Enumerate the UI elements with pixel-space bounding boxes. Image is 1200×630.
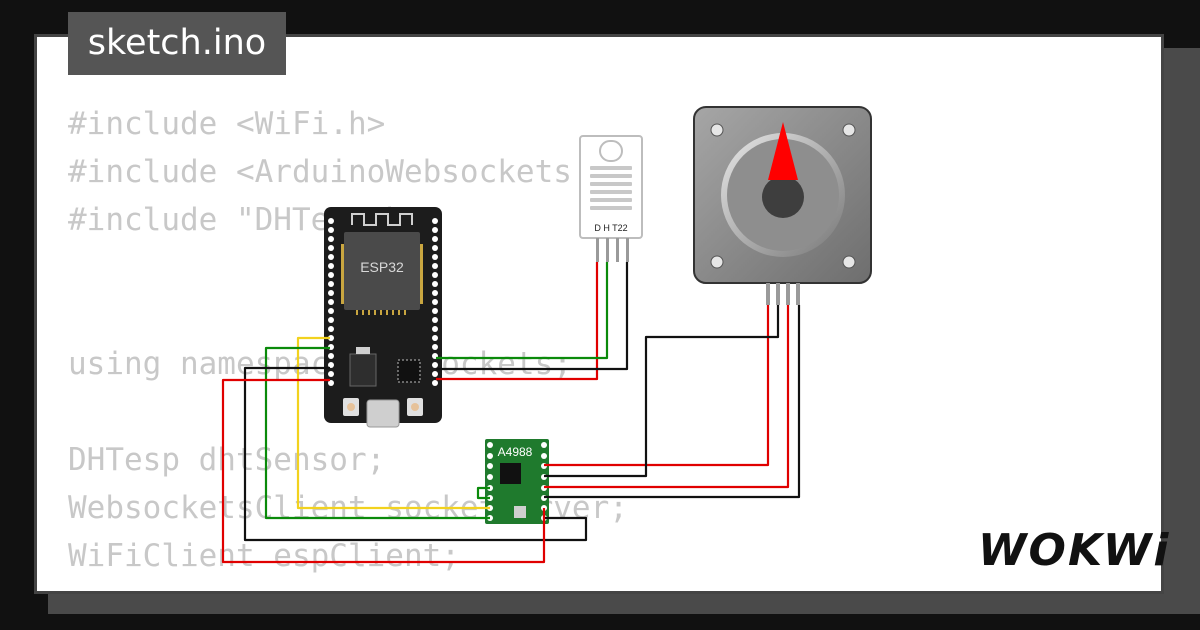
motor-shaft (762, 176, 804, 218)
wire-coil-2a (544, 305, 780, 478)
dht22-pins (596, 238, 629, 262)
wire-coil-1a (544, 305, 790, 489)
motor-screw (710, 255, 724, 269)
motor-screw (842, 255, 856, 269)
wire-coil-2b (544, 305, 770, 467)
a4988-driver: A4988 (485, 439, 549, 524)
en-button-cap (411, 403, 419, 411)
wire-gnd (243, 366, 588, 542)
usb-chip (397, 359, 421, 383)
code-line: DHTesp dhtSensor; (68, 442, 386, 478)
dht22-label: D H T22 (594, 223, 627, 233)
esp32-pins-right (432, 218, 438, 386)
code-line: #include <ArduinoWebsockets.h> (68, 154, 628, 190)
wire-coil-1b (544, 305, 801, 499)
dht22-grille (590, 166, 632, 210)
code-line: #include <WiFi.h> (68, 106, 386, 142)
wire-dht-data (436, 262, 609, 360)
dht22-sensor: D H T22 (579, 135, 643, 262)
module-pads (341, 244, 423, 315)
wire-reset-sleep (476, 486, 490, 500)
code-line: WiFiClient espClient; (68, 538, 460, 574)
regulator-tab (356, 347, 370, 354)
wires (221, 262, 801, 564)
wokwi-logo: WOKWi (978, 525, 1171, 576)
antenna-trace (351, 213, 413, 226)
wire-dht-gnd (436, 262, 629, 371)
wire-step (296, 336, 490, 510)
esp32-pins-left (328, 218, 334, 386)
wire-dht-vcc (436, 262, 599, 381)
esp32-label: ESP32 (360, 259, 404, 275)
motor-pointer (768, 122, 798, 180)
esp32-board: ESP32 (324, 207, 442, 428)
file-tab: sketch.ino (68, 12, 286, 75)
motor-screw (710, 123, 724, 137)
voltage-regulator (349, 353, 377, 387)
boot-button-cap (347, 403, 355, 411)
motor-screw (842, 123, 856, 137)
dht22-body (579, 135, 643, 239)
dht22-mount-hole (599, 140, 623, 162)
usb-port (366, 399, 400, 428)
driver-label: A4988 (498, 445, 533, 459)
driver-chip (500, 463, 521, 484)
esp32-module (344, 232, 420, 310)
driver-potentiometer (514, 506, 526, 518)
wire-dir (264, 346, 490, 520)
stepper-motor (693, 106, 872, 305)
motor-pins (766, 283, 800, 305)
wire-vdd (221, 378, 546, 564)
